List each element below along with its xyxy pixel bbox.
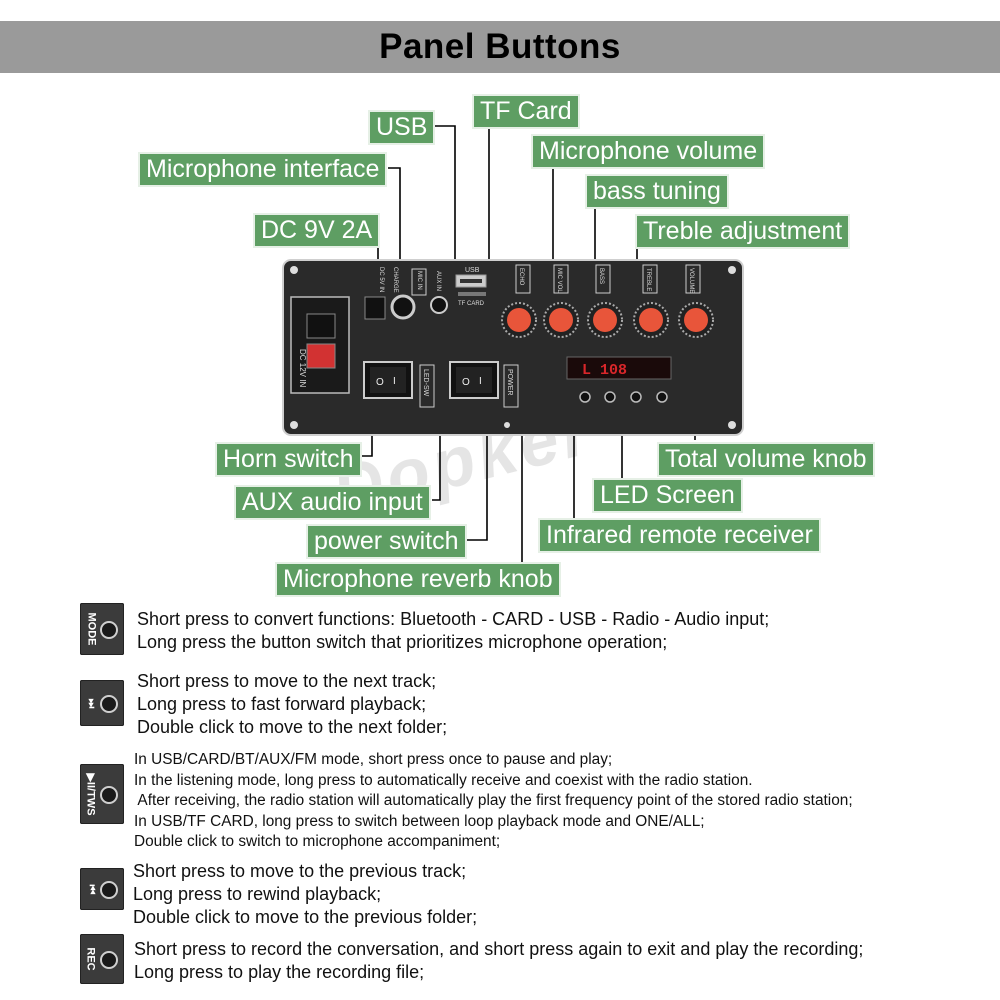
callout-led-screen: LED Screen	[592, 478, 743, 513]
legend-text: Short press to record the conversation, …	[134, 939, 864, 959]
callout-reverb-knob: Microphone reverb knob	[275, 562, 561, 597]
knob-label-bass: BASS	[598, 268, 604, 284]
page-title: Panel Buttons	[379, 27, 621, 66]
led-sw-label: LED-SW	[422, 369, 429, 397]
callout-total-volume: Total volume knob	[657, 442, 875, 477]
knob-mic-vol	[549, 308, 573, 332]
callout-mic-interface: Microphone interface	[138, 152, 388, 187]
led-display-text: L 108	[582, 362, 627, 379]
legend-text: Double click to switch to microphone acc…	[134, 833, 501, 850]
callout-aux-input: AUX audio input	[234, 485, 431, 520]
legend-text: Long press to play the recording file;	[134, 962, 425, 982]
svg-text:I: I	[393, 376, 396, 387]
knob-label-micvol: MIC VOL	[556, 268, 562, 293]
legend-text: In USB/TF CARD, long press to switch bet…	[134, 812, 705, 830]
callout-horn-switch: Horn switch	[215, 442, 362, 477]
legend-text: Short press to move to the previous trac…	[133, 861, 467, 881]
knob-label-echo: ECHO	[518, 268, 524, 286]
callout-treble: Treble adjustment	[635, 214, 851, 249]
usb-port-label: USB	[465, 267, 480, 274]
leader-power	[462, 384, 488, 541]
svg-text:O: O	[376, 377, 384, 388]
rec-button-icon: REC	[80, 934, 124, 984]
leader-mic-interface	[388, 167, 401, 300]
knob-echo	[507, 308, 531, 332]
legend-text: Short press to convert functions: Blueto…	[137, 609, 770, 629]
callout-bass-tuning: bass tuning	[585, 174, 729, 209]
mic-in-label: MIC IN	[416, 271, 422, 290]
charge-label: CHARGE	[392, 267, 398, 293]
legend-text: In USB/CARD/BT/AUX/FM mode, short press …	[134, 751, 613, 768]
callout-tf-card: TF Card	[472, 94, 580, 129]
power-label: POWER	[506, 369, 513, 395]
aux-in-label: AUX IN	[435, 271, 441, 291]
legend-text: Double click to move to the previous fol…	[133, 907, 478, 927]
knob-label-treble: TREBLE	[645, 268, 651, 291]
dc-5v-label: DC 5V IN	[378, 267, 384, 292]
leader-usb	[432, 125, 456, 272]
callout-mic-volume: Microphone volume	[531, 134, 766, 169]
legend-text: Long press to fast forward playback;	[137, 694, 427, 714]
previous-track-button-icon: ⏮	[80, 868, 124, 910]
knob-volume	[684, 308, 708, 332]
callout-ir-receiver: Infrared remote receiver	[538, 518, 821, 553]
next-track-button-icon: ⏭	[80, 680, 124, 726]
mode-button-icon: MODE	[80, 603, 124, 655]
legend-text: Long press the button switch that priori…	[137, 632, 668, 652]
knob-label-volume: VOLUME	[688, 268, 694, 293]
knob-treble	[639, 308, 663, 332]
callout-dc: DC 9V 2A	[253, 213, 381, 248]
callout-power-switch: power switch	[306, 524, 467, 559]
control-panel: DC 12V IN DC 5V IN CHARGE MIC IN AUX IN …	[282, 259, 744, 436]
legend-text: Short press to move to the next track;	[137, 671, 437, 691]
svg-text:I: I	[479, 376, 482, 387]
page-header: Panel Buttons	[0, 21, 1000, 73]
legend-text: In the listening mode, long press to aut…	[134, 771, 753, 789]
legend-text: After receiving, the radio station will …	[134, 792, 853, 809]
svg-text:O: O	[462, 377, 470, 388]
callout-usb: USB	[368, 110, 436, 145]
legend-text: Double click to move to the next folder;	[137, 717, 448, 737]
tf-slot-label: TF CARD	[458, 301, 485, 307]
dc-12v-label: DC 12V IN	[298, 349, 307, 387]
play-pause-tws-button-icon: ▶II/TWS	[80, 764, 124, 824]
legend-text: Long press to rewind playback;	[133, 884, 382, 904]
control-panel-graphic: DC 12V IN DC 5V IN CHARGE MIC IN AUX IN …	[282, 259, 744, 436]
knob-bass	[593, 308, 617, 332]
